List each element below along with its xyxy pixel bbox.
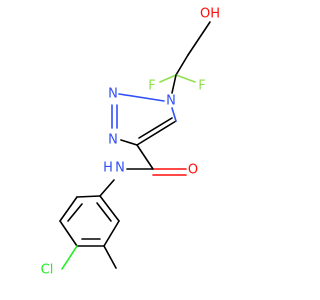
bond-n3-c4 [120,139,138,146]
bond-n1-n2 [118,93,165,102]
bond-ar-6 [99,195,120,222]
carbonyl-oxygen-label: O [188,163,198,178]
bond-methyl [103,245,117,269]
molecule-svg: OH F F N N N O H N Cl [41,7,220,278]
molecule-diagram: OH F F N N N O H N Cl [41,7,220,278]
amide-n-label: N [115,161,125,176]
triazole-n3-label: N [108,133,118,148]
bond-ch2-oh [187,21,211,56]
bond-ar-5 [103,220,120,247]
fluorine-label-b: F [198,79,205,94]
bond-c4-c5-a [136,120,177,146]
hydroxyl-label: OH [200,7,220,22]
bond-cf2-fb [175,74,196,83]
bond-c5-n1 [171,107,177,122]
bond-c4-carbonyl [136,144,154,170]
fluorine-label-a: F [148,79,155,94]
bond-ar-2 [59,196,78,222]
bond-cf2-n1 [171,74,177,94]
chlorine-label: Cl [41,263,54,278]
bond-n-aryl [99,179,115,197]
bond-cf2-fa [159,74,177,83]
bond-ar-1 [76,195,101,198]
triazole-n1-label: N [166,94,176,109]
triazole-n2-label: N [108,87,118,102]
bond-ar-3 [59,220,78,247]
bond-c4-c5-b [138,117,173,139]
bond-ar-inner-1 [67,203,83,222]
amide-h-label: H [103,161,113,176]
bond-ar-inner-3 [96,202,112,222]
bond-ch2-cf2 [175,54,189,76]
bond-chloro [61,245,78,270]
